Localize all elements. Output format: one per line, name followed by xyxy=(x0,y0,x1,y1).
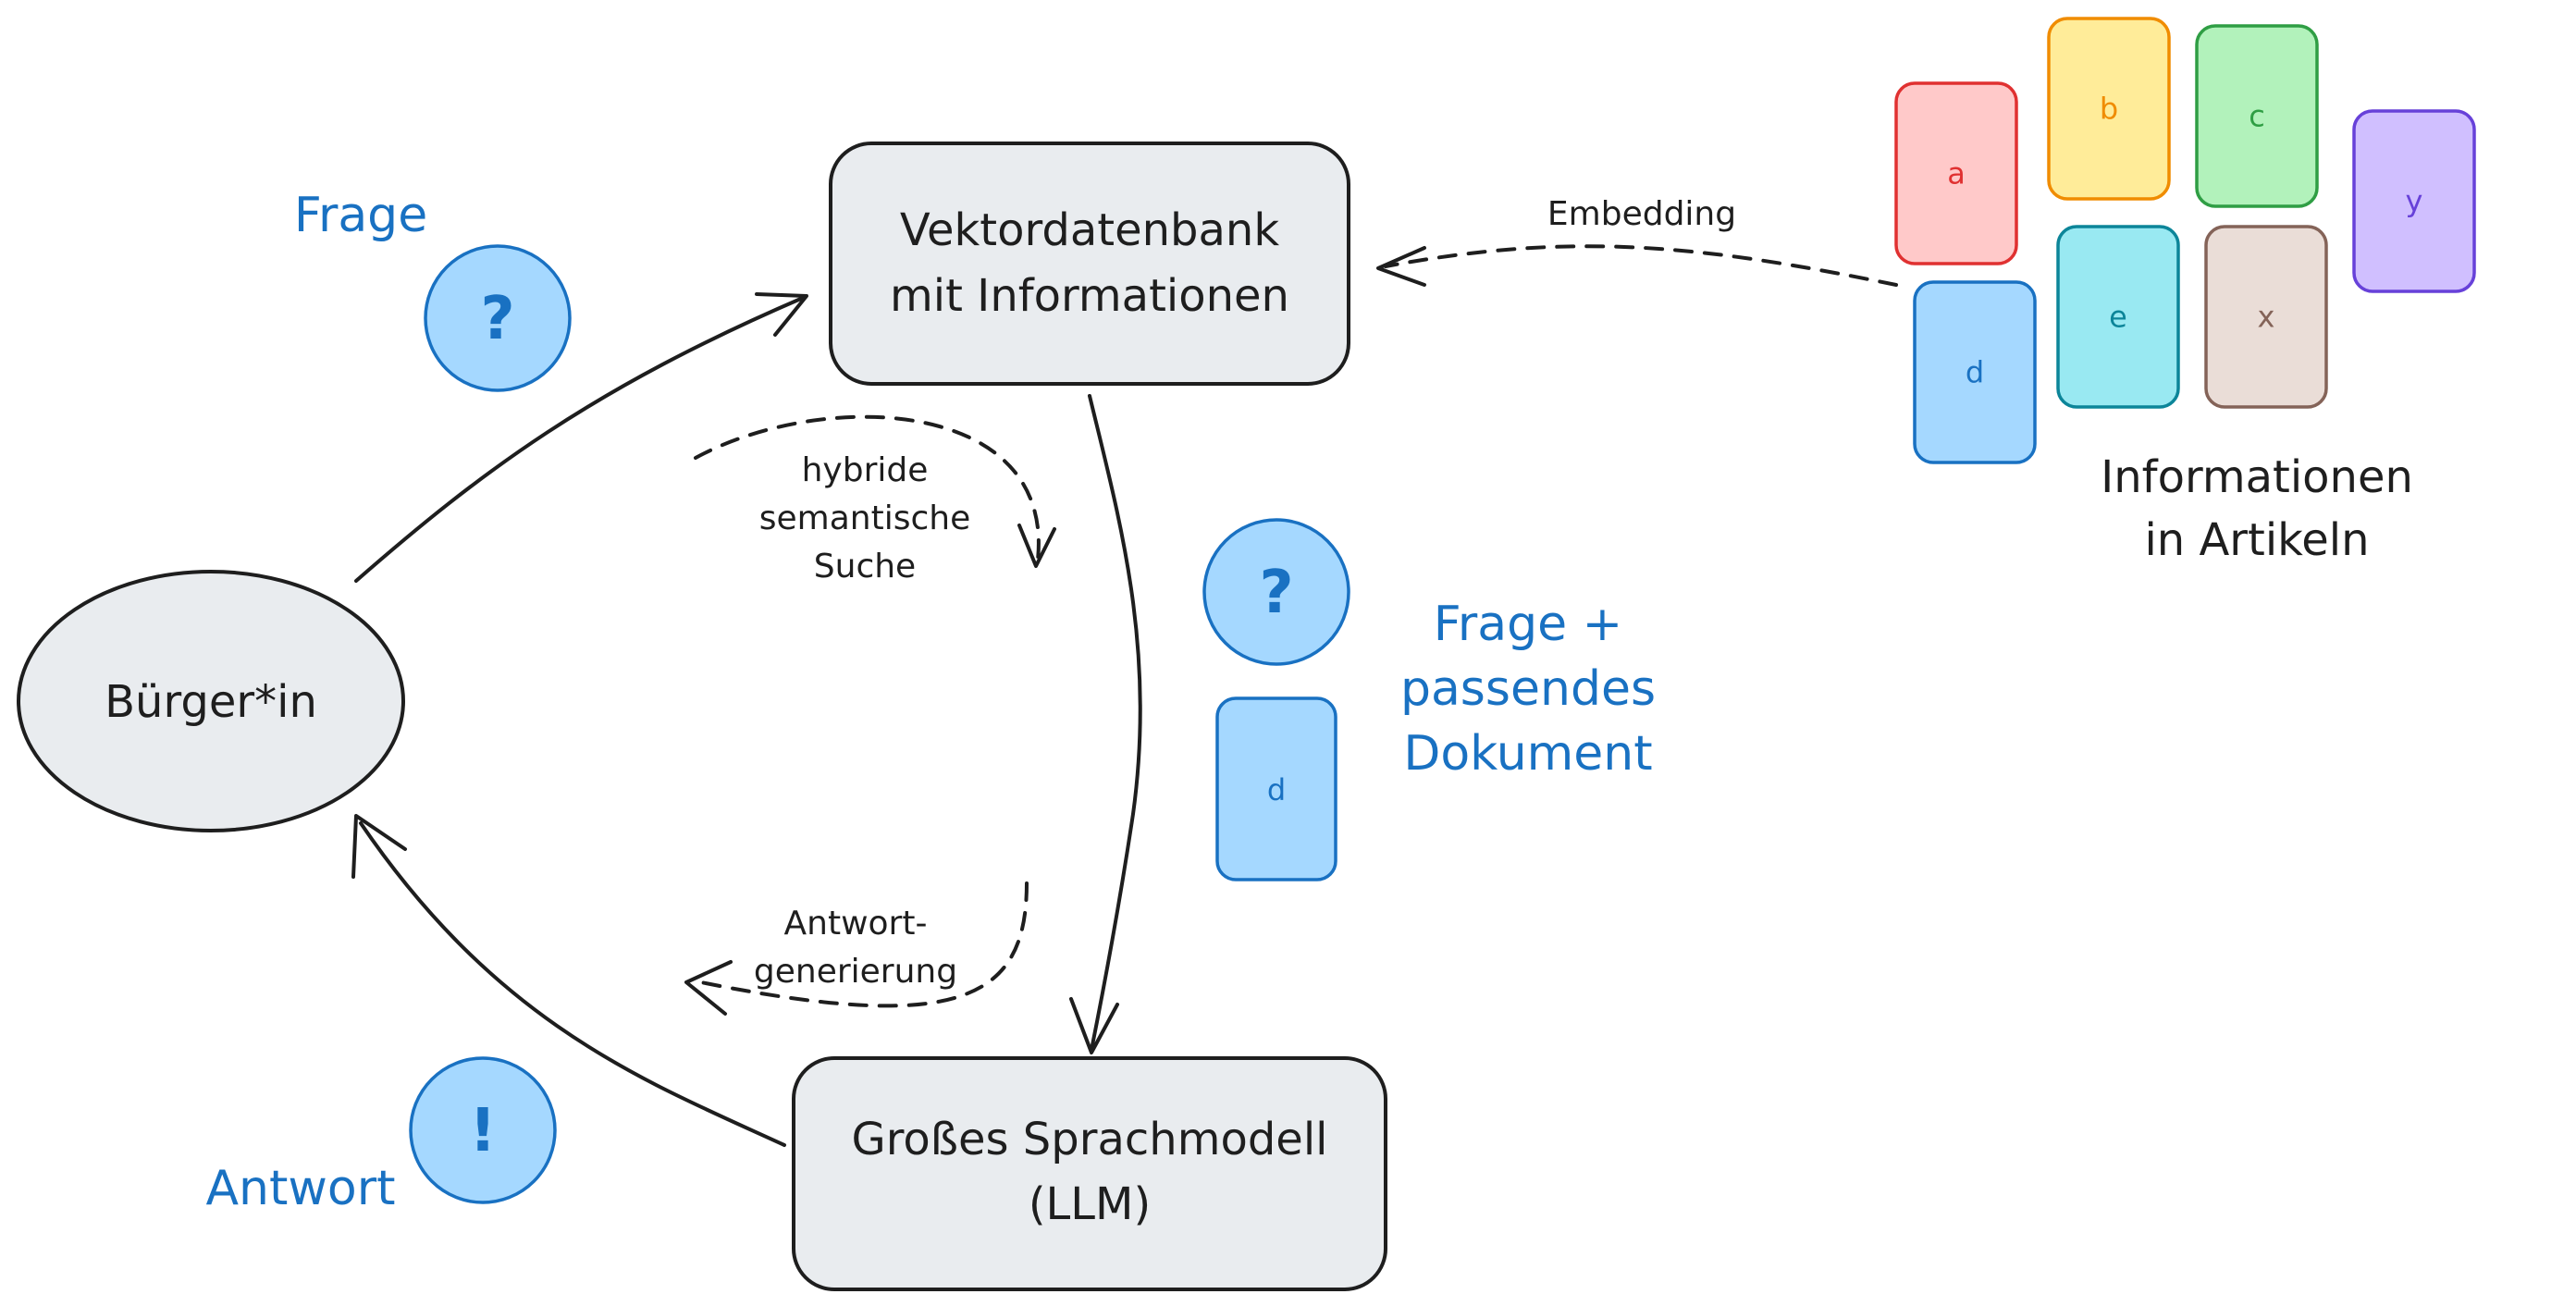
exclamation-mark-icon: ! xyxy=(469,1097,496,1165)
article-card-d: d xyxy=(1913,280,2037,464)
article-card-letter-b: b xyxy=(2100,92,2118,127)
informationen-line2: in Artikeln xyxy=(2144,514,2369,566)
informationen-line1: Informationen xyxy=(2101,451,2413,503)
article-card-letter-y: y xyxy=(2406,184,2423,219)
article-card-e: e xyxy=(2056,225,2180,409)
article-card-letter-d: d xyxy=(1966,355,1984,390)
article-card-letter-x: x xyxy=(2258,300,2275,335)
question-mark-icon: ? xyxy=(480,285,514,353)
db-to-llm-arrow xyxy=(1069,394,1142,1054)
hybride-label-line3: Suche xyxy=(814,548,916,585)
sprachmodell-line2: (LLM) xyxy=(1029,1178,1151,1230)
frage-doc-line2: passendes xyxy=(1400,661,1656,717)
article-card-c: c xyxy=(2195,24,2319,208)
sprachmodell-node: Großes Sprachmodell (LLM) xyxy=(792,1056,1387,1291)
sprachmodell-line1: Großes Sprachmodell xyxy=(852,1114,1328,1165)
article-card-letter-c: c xyxy=(2249,99,2265,134)
embedding-label: Embedding xyxy=(1547,195,1736,233)
document-letter-middle: d xyxy=(1267,772,1286,807)
buerger-node: Bürger*in xyxy=(17,570,405,832)
frage-doc-line3: Dokument xyxy=(1403,726,1652,782)
answer-bubble: ! xyxy=(409,1056,557,1204)
antwort-generierung-arrow: Antwort- generierung xyxy=(684,881,1029,1016)
frage-arrow xyxy=(354,292,808,583)
article-card-x: x xyxy=(2204,225,2328,409)
question-bubble: ? xyxy=(424,244,572,392)
article-card-y: y xyxy=(2352,109,2476,293)
antwort-gen-label-line1: Antwort- xyxy=(784,905,928,943)
antwort-label: Antwort xyxy=(205,1161,395,1216)
frage-doc-line1: Frage + xyxy=(1434,597,1622,652)
buerger-label: Bürger*in xyxy=(105,676,317,728)
hybride-suche-arrow: hybride semantische Suche xyxy=(694,414,1056,585)
hybride-label-line2: semantische xyxy=(759,499,970,537)
hybride-label-line1: hybride xyxy=(802,451,929,489)
vektordatenbank-line2: mit Informationen xyxy=(890,270,1289,322)
question-bubble-middle: ? xyxy=(1202,518,1350,666)
antwort-arrow xyxy=(351,814,786,1147)
antwort-gen-label-line2: generierung xyxy=(754,953,957,991)
frage-label: Frage xyxy=(294,188,427,243)
document-card-middle: d xyxy=(1215,696,1337,881)
article-cards: a b c y d e x xyxy=(1894,17,2476,464)
question-mark-icon-middle: ? xyxy=(1259,559,1293,627)
article-card-b: b xyxy=(2047,17,2171,201)
article-card-letter-a: a xyxy=(1947,156,1966,191)
article-card-a: a xyxy=(1894,81,2018,265)
embedding-arrow: Embedding xyxy=(1376,195,1898,287)
article-card-letter-e: e xyxy=(2109,300,2127,335)
vektordatenbank-node: Vektordatenbank mit Informationen xyxy=(829,142,1350,386)
vektordatenbank-line1: Vektordatenbank xyxy=(900,204,1279,256)
